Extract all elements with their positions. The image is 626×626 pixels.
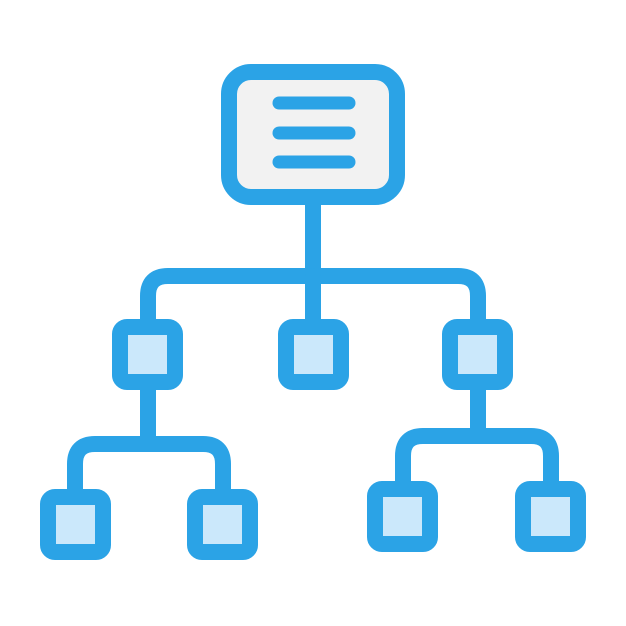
level2-node-4 xyxy=(515,481,586,552)
level-1-nodes xyxy=(112,319,513,390)
level1-node-center xyxy=(278,319,349,390)
level2-node-3 xyxy=(367,481,438,552)
level-2-nodes xyxy=(40,481,586,560)
level2-node-2 xyxy=(187,489,258,560)
level1-node-right xyxy=(442,319,513,390)
level1-node-left xyxy=(112,319,183,390)
root-node xyxy=(221,64,405,205)
right-subtree-branch-connector xyxy=(395,428,559,492)
left-subtree-branch-connector xyxy=(67,436,231,500)
list-lines-icon xyxy=(272,96,356,169)
connectors xyxy=(67,192,559,500)
level2-node-1 xyxy=(40,489,111,560)
